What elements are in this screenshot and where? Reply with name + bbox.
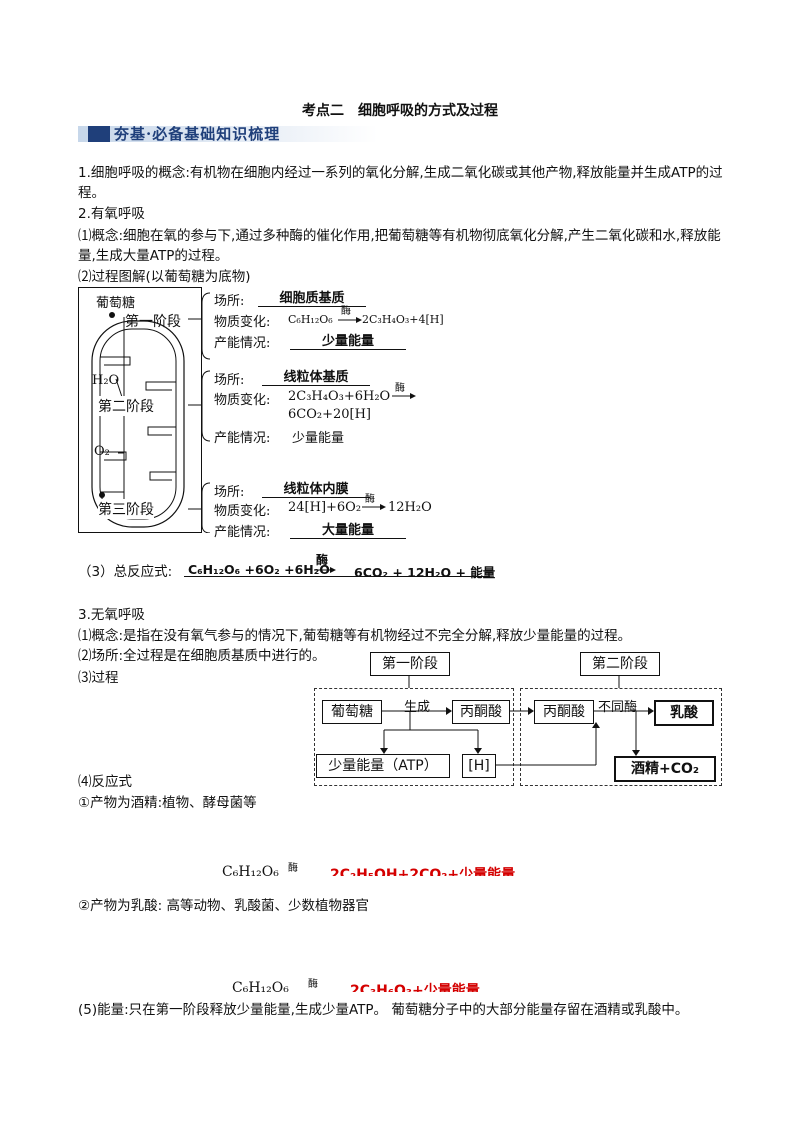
diagram-braces [188,292,211,533]
s1-place-value: 细胞质基质 [258,287,366,307]
mito-stage2-label: 第二阶段 [98,396,154,416]
paragraph-aerobic-concept: ⑴概念:细胞在氧的参与下,通过多种酶的催化作用,把葡萄糖等有机物彻底氧化分解,产… [78,228,721,264]
s3-place-label: 场所: [214,485,245,500]
s1-change-label: 物质变化: [214,315,271,330]
eq-lactic: C₆H₁₂O₆ 酶 2C₃H₆O₃+少量能量 [232,978,532,992]
s3-change-left: 24[H]+6O₂ [288,500,362,515]
section-banner: 夯基·必备基础知识梳理 [78,122,378,144]
eq-alcohol: C₆H₁₂O₆ 酶 2C₂H₅OH+2CO₂+少量能量 [222,862,562,876]
heading-anaerobic: 3.无氧呼吸 [78,607,145,623]
s1-energy-label: 产能情况: [214,336,271,351]
s2-place-label: 场所: [214,373,245,388]
s2-place-value: 线粒体基质 [262,366,370,386]
s3-change-label: 物质变化: [214,504,271,519]
paragraph-lactic-product: ②产物为乳酸: 高等动物、乳酸菌、少数植物器官 [78,898,369,914]
banner-bar [78,126,378,142]
total-reaction-reactants: C₆H₁₂O₆ +6O₂ +6H₂O [188,562,330,577]
s3-arrow [362,504,386,510]
total-reaction-enzyme: 酶 [316,553,329,567]
flow-stage2-box: 第二阶段 [580,652,660,676]
flow-glucose-box: 葡萄糖 [322,700,382,724]
flow-pyruvate1-box: 丙酮酸 [452,700,510,724]
paragraph-energy: (5)能量:只在第一阶段释放少量能量,生成少量ATP。 葡萄糖分子中的大部分能量… [78,1002,689,1018]
mito-o2-label: O₂ [94,444,110,459]
s2-enzyme: 酶 [395,383,405,394]
page-title: 考点二 细胞呼吸的方式及过程 [302,103,498,119]
paragraph-concept: 1.细胞呼吸的概念:有机物在细胞内经过一系列的氧化分解,生成二氧化碳或其他产物,… [78,165,723,201]
banner-mark [88,126,110,142]
flow-alcohol-box: 酒精+CO₂ [614,756,716,782]
flow-pyruvate2-box: 丙酮酸 [534,700,594,724]
s3-place-value: 线粒体内膜 [262,478,370,498]
total-reaction-underline [184,576,490,577]
mito-h2o-label: H₂O [92,373,120,388]
s3-change-right: 12H₂O [388,500,432,515]
paragraph-anaerobic-concept: ⑴概念:是指在没有氧气参与的情况下,葡萄糖等有机物经过不完全分解,释放少量能量的… [78,628,632,644]
s2-energy-label: 产能情况: [214,431,271,446]
heading-reaction: ⑷反应式 [78,774,132,790]
s2-change-left: 2C₃H₄O₃+6H₂O [288,389,391,404]
heading-aerobic: 2.有氧呼吸 [78,206,145,222]
flow-arrows [380,675,654,766]
flow-stage2-region [520,688,722,786]
s1-enzyme: 酶 [341,306,351,317]
s2-arrow [392,393,416,399]
s2-change-right: 6CO₂+20[H] [288,407,372,422]
s1-place-label: 场所: [214,294,245,309]
total-reaction-products: 6CO₂ + 12H₂O + 能量 [354,565,496,580]
paragraph-process-diagram: ⑵过程图解(以葡萄糖为底物) [78,269,251,285]
total-reaction-label: （3）总反应式: [78,564,173,580]
s1-energy-value: 少量能量 [290,330,406,350]
flow-stage1-region [314,688,514,786]
s1-change-left: C₆H₁₂O₆ [288,313,333,326]
flow-h-box: [H] [462,754,496,778]
s1-arrow [338,317,362,323]
s2-change-label: 物质变化: [214,393,271,408]
mito-stage1-label: 第一阶段 [125,314,181,330]
eq-lactic-enzyme: 酶 [308,979,318,990]
flow-atp-box: 少量能量（ATP） [316,754,450,778]
s3-enzyme: 酶 [365,494,375,505]
mito-stage3-label: 第三阶段 [98,499,154,519]
s3-energy-label: 产能情况: [214,525,271,540]
eq-alcohol-enzyme: 酶 [288,863,298,874]
eq-lactic-right: 2C₃H₆O₃+少量能量 [350,983,480,992]
paragraph-anaerobic-place: ⑵场所:全过程是在细胞质基质中进行的。 [78,648,326,664]
s1-change-right: 2C₃H₄O₃+4[H] [362,313,444,326]
banner-text: 夯基·必备基础知识梳理 [114,125,281,143]
eq-alcohol-left: C₆H₁₂O₆ [222,864,279,876]
s2-energy-value: 少量能量 [292,431,345,446]
total-reaction-arrow [314,567,336,573]
paragraph-alcohol-product: ①产物为酒精:植物、酵母菌等 [78,795,257,811]
s3-energy-value: 大量能量 [290,519,406,539]
flow-lactic-box: 乳酸 [654,700,714,726]
mito-glucose-label: 葡萄糖 [96,296,136,311]
paragraph-anaerobic-process: ⑶过程 [78,670,119,686]
eq-alcohol-right: 2C₂H₅OH+2CO₂+少量能量 [330,867,516,876]
eq-lactic-left: C₆H₁₂O₆ [232,980,289,992]
flow-stage1-box: 第一阶段 [370,652,450,676]
